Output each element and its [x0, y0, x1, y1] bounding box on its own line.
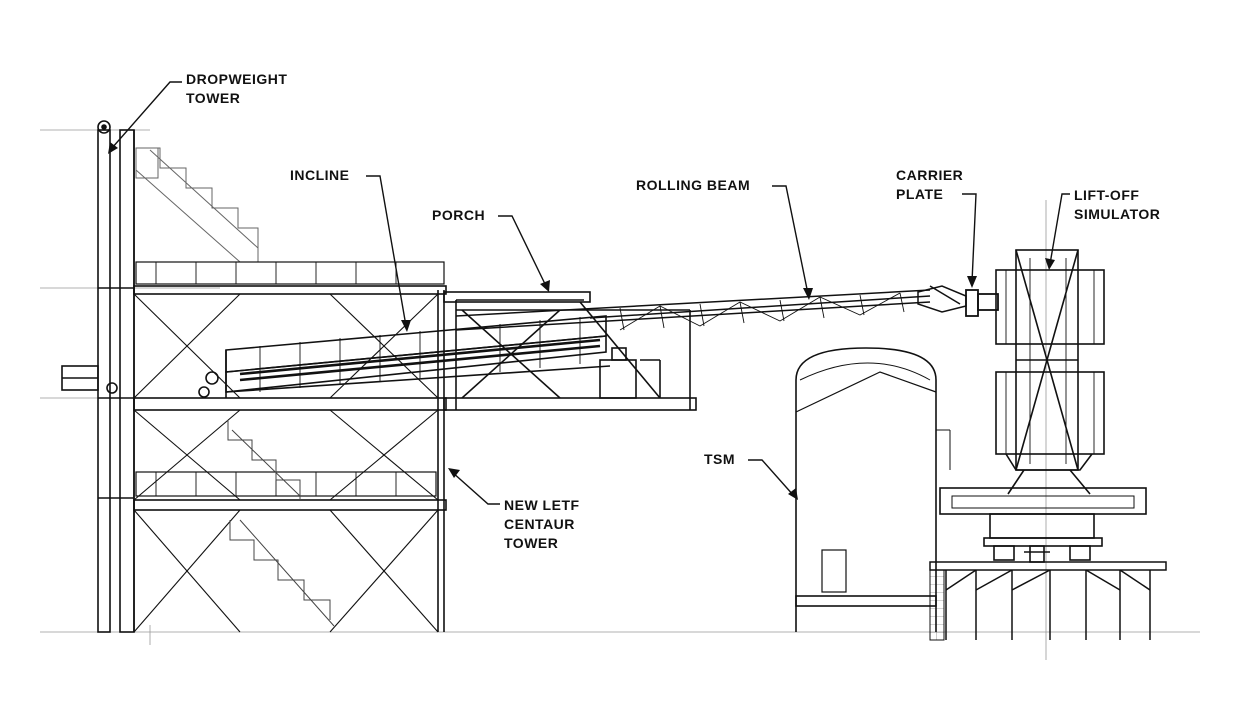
label-line: TOWER [186, 90, 241, 106]
label-line: TSM [704, 451, 736, 467]
label-line: CENTAUR [504, 516, 575, 532]
label-lift-off-simulator: LIFT-OFF SIMULATOR [1074, 186, 1160, 224]
callout-arrowheads [108, 142, 1055, 500]
label-line: TOWER [504, 535, 559, 551]
dropweight-tower [61, 120, 135, 633]
lower-stairs [227, 420, 335, 627]
label-rolling-beam: ROLLING BEAM [636, 176, 750, 195]
simulator-stand [929, 561, 1167, 641]
label-incline: INCLINE [290, 166, 350, 185]
label-line: LIFT-OFF [1074, 187, 1140, 203]
carrier-plate [965, 289, 999, 317]
label-carrier-plate: CARRIER PLATE [896, 166, 963, 204]
label-porch: PORCH [432, 206, 485, 225]
callout-leaders [111, 81, 1070, 505]
upper-stairs [135, 147, 259, 263]
incline [198, 315, 611, 398]
label-line: INCLINE [290, 167, 350, 183]
lift-off-simulator [939, 249, 1147, 563]
label-line: DROPWEIGHT [186, 71, 288, 87]
label-line: CARRIER [896, 167, 964, 183]
label-new-letf-centaur-tower: NEW LETF CENTAUR TOWER [504, 496, 580, 553]
label-line: NEW LETF [504, 497, 580, 513]
label-line: PLATE [896, 186, 944, 202]
rolling-beam [455, 285, 967, 331]
label-line: ROLLING BEAM [636, 177, 751, 193]
label-tsm: TSM [704, 450, 735, 469]
centaur-tower [133, 130, 447, 633]
reference-lines [40, 129, 1200, 660]
label-line: PORCH [432, 207, 486, 223]
label-line: SIMULATOR [1074, 206, 1161, 222]
label-dropweight-tower: DROPWEIGHT TOWER [186, 70, 287, 108]
tsm [795, 347, 951, 632]
